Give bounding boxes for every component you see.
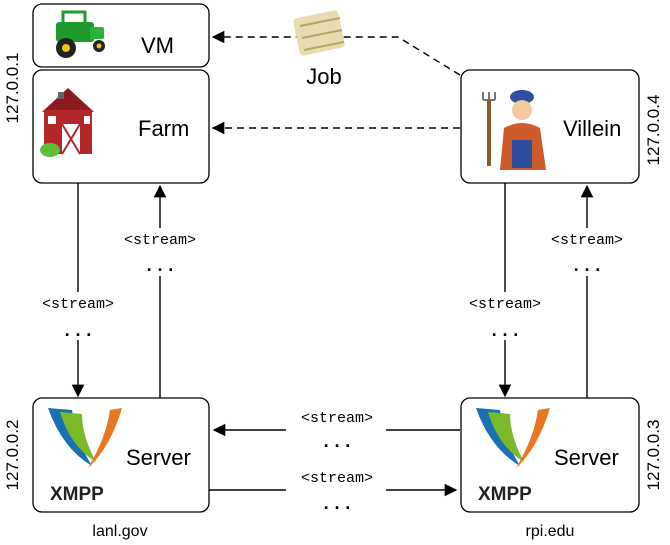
stream-ellipsis-mid-top: ... <box>321 433 353 453</box>
stream-ellipsis-left-up: ... <box>144 257 176 277</box>
vm-farm-ip: 127.0.0.1 <box>3 53 22 124</box>
stream-tag-mid-top: <stream> <box>301 410 373 427</box>
job-arrow-to-vm <box>211 30 461 76</box>
stream-tag-mid-bottom: <stream> <box>301 470 373 487</box>
stream-tag-right-down: <stream> <box>469 296 541 313</box>
stream-tag-left-down: <stream> <box>42 296 114 313</box>
vm-label: VM <box>141 33 174 58</box>
server-right-ip: 127.0.0.3 <box>644 420 663 491</box>
villein-label: Villein <box>563 116 621 141</box>
stream-ellipsis-right-up: ... <box>571 257 603 277</box>
stream-tag-left-up: <stream> <box>124 232 196 249</box>
xmpp-logo-text-right: XMPP <box>478 484 532 505</box>
xmpp-logo-left: XMPP <box>48 408 122 505</box>
server-right-domain: rpi.edu <box>526 523 575 540</box>
stream-ellipsis-mid-bottom: ... <box>321 495 353 515</box>
server-right-label: Server <box>554 445 619 470</box>
villein-ip: 127.0.0.4 <box>644 95 663 166</box>
farmer-icon <box>482 90 546 170</box>
tractor-icon <box>56 10 105 58</box>
xmpp-logo-right: XMPP <box>476 408 550 505</box>
stream-ellipsis-right-down: ... <box>489 322 521 342</box>
xmpp-logo-text-left: XMPP <box>50 484 104 505</box>
server-left-label: Server <box>126 445 191 470</box>
server-left-domain: lanl.gov <box>92 523 147 540</box>
farm-label: Farm <box>138 116 189 141</box>
barn-icon <box>40 88 94 157</box>
server-left-ip: 127.0.0.2 <box>3 420 22 491</box>
job-label: Job <box>306 64 341 89</box>
stream-ellipsis-left-down: ... <box>62 322 94 342</box>
hay-bale-icon <box>293 10 345 56</box>
stream-tag-right-up: <stream> <box>551 232 623 249</box>
vm-node <box>32 3 210 68</box>
